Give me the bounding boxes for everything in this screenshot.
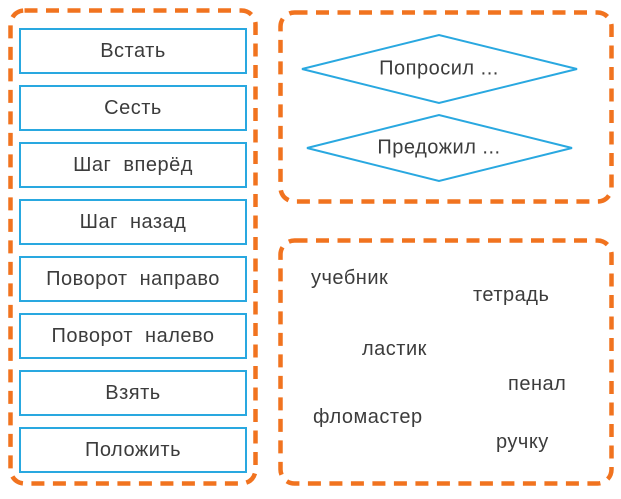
- word-penal: пенал: [508, 373, 567, 395]
- word-lastik: ластик: [362, 338, 427, 360]
- word-flomaster: фломастер: [313, 406, 423, 428]
- command-list: Встать Сесть Шаг вперёд Шаг назад Поворо…: [8, 8, 258, 486]
- command-box-polozhit: Положить: [19, 427, 247, 473]
- diamonds-panel: Попросил ... Предожил ...: [278, 10, 614, 204]
- command-box-povorot-napravo: Поворот направо: [19, 256, 247, 302]
- command-box-shag-vpered: Шаг вперёд: [19, 142, 247, 188]
- word-tetrad: тетрадь: [473, 284, 550, 306]
- command-box-povorot-nalevo: Поворот налево: [19, 313, 247, 359]
- dashed-border: [278, 10, 614, 204]
- command-box-shag-nazad: Шаг назад: [19, 199, 247, 245]
- diamond-label-predozhil: Предожил ...: [377, 136, 501, 159]
- command-box-vstat: Встать: [19, 28, 247, 74]
- command-box-vzyat: Взять: [19, 370, 247, 416]
- word-uchebnik: учебник: [311, 267, 389, 289]
- words-panel: учебник тетрадь ластик пенал фломастер р…: [278, 238, 614, 486]
- command-box-sest: Сесть: [19, 85, 247, 131]
- word-ruchku: ручку: [496, 431, 549, 453]
- commands-panel: Встать Сесть Шаг вперёд Шаг назад Поворо…: [8, 8, 258, 486]
- diamond-label-poprosil: Попросил ...: [379, 57, 499, 80]
